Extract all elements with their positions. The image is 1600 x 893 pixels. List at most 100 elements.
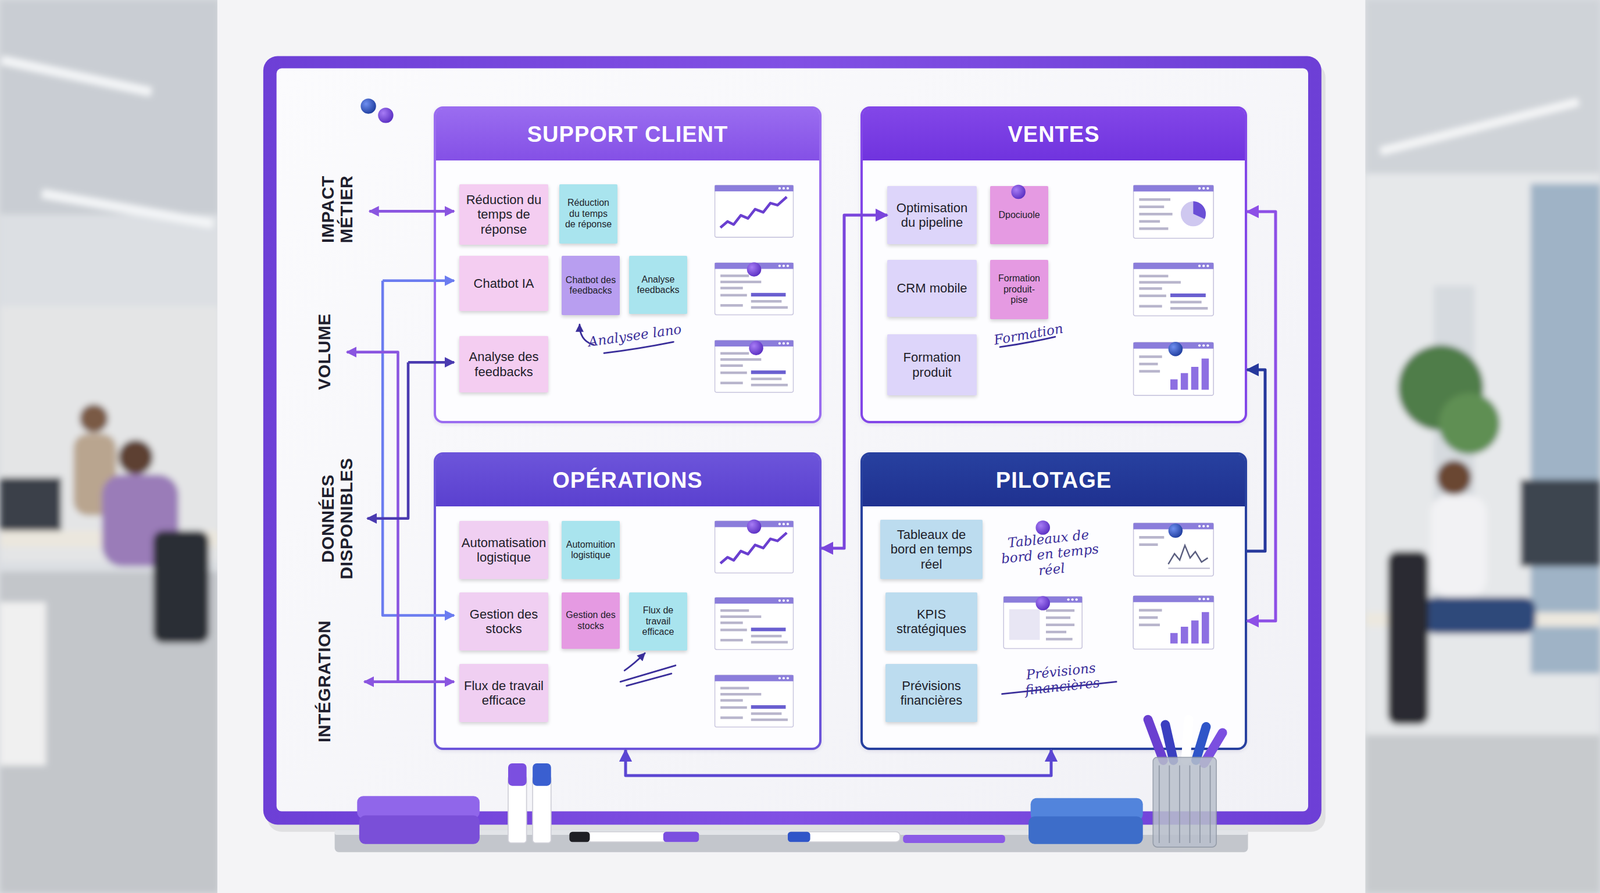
marker-tray-edge — [334, 829, 1249, 835]
magnet — [1011, 184, 1026, 200]
panel-heading: SUPPORT CLIENT — [436, 108, 820, 161]
sticky-note: Réduction du temps de réponse — [559, 184, 618, 244]
sticky-text: CRM mobile — [896, 280, 967, 296]
tray-supplies — [356, 719, 1223, 848]
sticky-note: KPIS stratégiques — [885, 592, 978, 651]
quadrant-panel: OPÉRATIONSAutomatisation logistiqueAutom… — [433, 452, 822, 750]
sticky-note: Optimisation du pipeline — [887, 186, 977, 245]
sticky-text: Analyse feedbacks — [632, 274, 684, 296]
axis-label: DONNÉES DISPONIBLES — [318, 448, 356, 589]
sticky-text: Chatbot IA — [473, 276, 535, 291]
axis-label: VOLUME — [315, 293, 334, 410]
list-widget — [714, 262, 794, 316]
sticky-text: Réduction du temps de réponse — [562, 197, 614, 230]
sticky-note: Analyse feedbacks — [629, 255, 688, 314]
marker-cap — [787, 831, 811, 843]
quadrant-panel: SUPPORT CLIENT Réduction du temps de répo… — [433, 106, 822, 424]
sticky-text: Automuition logistique — [565, 539, 617, 562]
eraser-cloth — [359, 815, 480, 845]
magnets — [360, 98, 1183, 610]
sticky-note: Tableaux de bord en temps réel — [880, 519, 983, 580]
line-chart-widget — [714, 520, 794, 574]
eraser-cloth — [1028, 816, 1144, 844]
sticky-text: Tableaux de bord en temps réel — [883, 527, 980, 572]
flow-connector — [625, 750, 1052, 776]
board-frame — [263, 56, 1322, 825]
doodle-underline — [1000, 336, 1056, 348]
marker — [787, 831, 900, 843]
sticky-text: Optimisation du pipeline — [890, 200, 974, 231]
ceiling-light — [41, 188, 214, 228]
marker-cap — [569, 831, 590, 843]
person-head — [1436, 460, 1472, 496]
sticky-text: KPIS stratégiques — [888, 606, 974, 637]
marker-tray — [334, 829, 1249, 853]
person-legs — [1423, 597, 1536, 634]
whiteboard-surface — [276, 68, 1309, 812]
flow-connector — [1247, 369, 1266, 552]
room-wall — [1365, 0, 1600, 893]
plant — [1438, 393, 1500, 455]
flow-connector — [821, 215, 888, 549]
marker — [586, 831, 699, 843]
document-widget — [1003, 596, 1082, 649]
magnet — [747, 519, 762, 535]
board-shadow — [267, 63, 1326, 832]
magnet — [747, 262, 762, 277]
window — [1530, 183, 1600, 674]
marker — [1195, 726, 1207, 761]
doodle-arrow — [624, 652, 645, 671]
list-widget — [714, 675, 794, 728]
magnet — [360, 98, 376, 114]
magnet — [1168, 341, 1184, 357]
marker — [532, 775, 552, 844]
sticky-text: Formation produit — [890, 350, 974, 380]
monitor — [0, 477, 62, 535]
sticky-note: Dpociuole — [990, 186, 1049, 245]
flow-connector — [1247, 211, 1276, 621]
axis-arrow — [408, 361, 455, 364]
person-head — [79, 404, 109, 433]
sticky-text: Automatisation logistique — [461, 535, 547, 566]
axis-arrow — [347, 352, 399, 682]
sticky-note: Analyse des feedbacks — [459, 336, 549, 393]
eraser-cloth — [1030, 798, 1144, 821]
line-chart-widget — [714, 185, 794, 238]
sticky-text: Dpociuole — [998, 209, 1040, 221]
person-body — [1430, 494, 1488, 598]
doodle-underline — [604, 341, 674, 353]
axis-label: IMPACT MÉTIER — [318, 165, 356, 253]
sticky-note: Flux de travail efficace — [459, 663, 549, 723]
magnet — [748, 340, 764, 356]
ceiling-light — [0, 55, 153, 97]
magnet — [377, 107, 394, 123]
panel-heading: VENTES — [862, 108, 1245, 161]
sticky-text: Flux de travail efficace — [632, 605, 684, 638]
magnet — [1035, 520, 1050, 535]
sticky-text: Gestion des stocks — [462, 606, 545, 637]
magnet — [1035, 595, 1050, 611]
marker-cap — [532, 763, 552, 787]
sticky-note: Flux de travail efficace — [629, 592, 688, 651]
panel-heading: PILOTAGE — [862, 454, 1245, 507]
sticky-note: Formation produit- pise — [990, 259, 1049, 320]
sticky-text: Chatbot des feedbacks — [565, 275, 617, 297]
sticky-note: Automatisation logistique — [459, 520, 549, 580]
doodle-underline — [1002, 681, 1117, 695]
sticky-text: Réduction du temps de réponse — [462, 192, 545, 237]
axis-arrow — [382, 280, 455, 616]
marker-cup — [1152, 757, 1217, 848]
office-chair — [152, 530, 210, 644]
marker — [1185, 719, 1189, 761]
sticky-text: Prévisions financières — [888, 678, 974, 709]
sticky-note: Chatbot des feedbacks — [561, 255, 620, 316]
sticky-text: Formation produit- pise — [993, 273, 1045, 306]
sticky-note: Gestion des stocks — [459, 592, 549, 651]
ceiling — [1365, 0, 1600, 174]
doodle-line — [620, 665, 676, 682]
axis-label: INTÉGRATION — [315, 602, 334, 760]
person-head — [118, 440, 154, 475]
monitor — [1520, 479, 1600, 567]
marker — [902, 834, 1006, 844]
